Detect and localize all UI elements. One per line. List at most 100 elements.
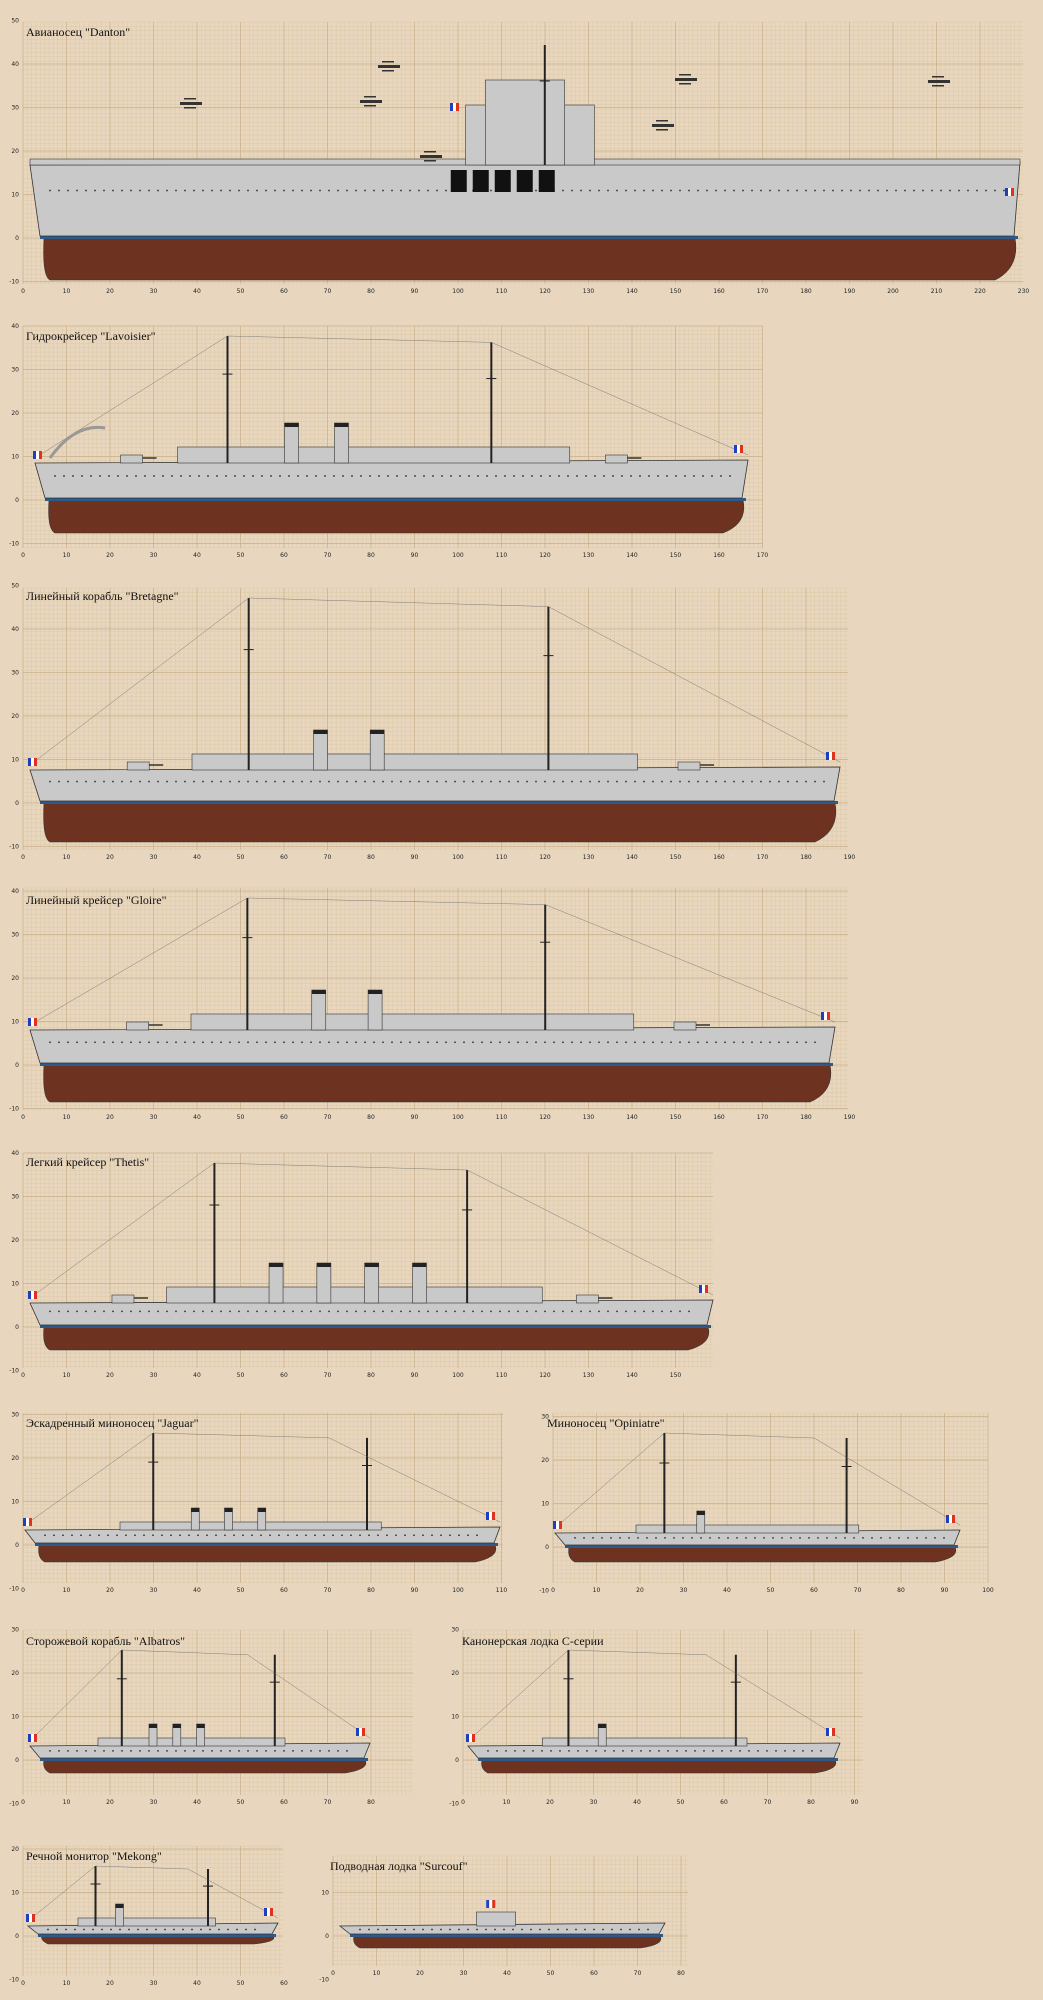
porthole (130, 780, 132, 783)
french-flag (28, 1734, 37, 1742)
porthole (532, 1750, 534, 1752)
ship-thetis (28, 1162, 714, 1351)
island-bridge (485, 79, 565, 166)
porthole (463, 1310, 465, 1313)
porthole (409, 189, 411, 192)
porthole (103, 1310, 105, 1313)
porthole (373, 189, 375, 192)
wing (656, 129, 668, 131)
x-tick-label: 30 (150, 552, 158, 559)
porthole (139, 189, 141, 192)
rigging-line (29, 1649, 122, 1742)
porthole (647, 1928, 649, 1931)
porthole (427, 1041, 429, 1044)
x-tick-label: 30 (680, 1587, 688, 1594)
x-tick-label: 110 (496, 854, 508, 861)
porthole (454, 1310, 456, 1313)
funnel-cap (334, 423, 349, 427)
porthole (157, 1750, 159, 1752)
x-tick-label: 130 (583, 552, 595, 559)
porthole (477, 475, 479, 477)
porthole (377, 1534, 379, 1537)
porthole (817, 1537, 819, 1539)
y-tick-label: -10 (9, 1106, 19, 1113)
porthole (292, 1750, 294, 1752)
x-tick-label: 80 (897, 1587, 905, 1594)
french-flag (466, 1734, 475, 1742)
porthole (676, 1750, 678, 1752)
porthole (514, 1750, 516, 1752)
porthole (467, 1928, 469, 1931)
porthole (251, 1534, 253, 1537)
porthole (182, 1928, 184, 1931)
porthole (535, 780, 537, 783)
wing (679, 83, 691, 85)
porthole (382, 780, 384, 783)
porthole (715, 780, 717, 783)
porthole (130, 1310, 132, 1313)
porthole (823, 189, 825, 192)
porthole (697, 189, 699, 192)
porthole (530, 1928, 532, 1931)
porthole (216, 475, 218, 477)
porthole (503, 1928, 505, 1931)
porthole (781, 1537, 783, 1539)
y-tick-label: 20 (11, 410, 19, 417)
y-tick-label: 50 (11, 583, 19, 590)
porthole (67, 1310, 69, 1313)
porthole (391, 1041, 393, 1044)
rigging-line (491, 342, 749, 456)
porthole (166, 189, 168, 192)
porthole (279, 475, 281, 477)
y-tick-label: 0 (15, 800, 19, 807)
porthole (49, 1310, 51, 1313)
panel-title: Сторожевой корабль "Albatros" (26, 1634, 186, 1648)
flag-white (489, 1512, 492, 1520)
x-tick-label: 40 (503, 1970, 511, 1977)
porthole (634, 1041, 636, 1044)
porthole (769, 780, 771, 783)
x-tick-label: 80 (367, 1114, 375, 1121)
x-tick-label: 50 (767, 1587, 775, 1594)
porthole (166, 780, 168, 783)
y-tick-label: 20 (11, 1846, 19, 1853)
porthole (571, 1041, 573, 1044)
porthole (994, 189, 996, 192)
porthole (616, 189, 618, 192)
porthole (697, 1041, 699, 1044)
porthole (604, 1750, 606, 1752)
waterline-stripe (45, 498, 746, 501)
y-tick-label: -10 (9, 1977, 19, 1984)
porthole (90, 475, 92, 477)
porthole (436, 780, 438, 783)
porthole (517, 1310, 519, 1313)
porthole (211, 189, 213, 192)
porthole (691, 1537, 693, 1539)
porthole (595, 1750, 597, 1752)
x-tick-label: 10 (63, 552, 71, 559)
porthole (382, 189, 384, 192)
x-tick-label: 50 (237, 288, 245, 295)
porthole (459, 475, 461, 477)
porthole (265, 780, 267, 783)
x-tick-label: 30 (150, 1114, 158, 1121)
porthole (787, 1041, 789, 1044)
porthole (238, 780, 240, 783)
porthole (697, 780, 699, 783)
flag-red (559, 1521, 562, 1529)
porthole (585, 475, 587, 477)
underwater-hull (353, 1935, 662, 1949)
panel-title: Подводная лодка "Surcouf" (330, 1859, 468, 1873)
porthole (643, 780, 645, 783)
porthole (278, 1534, 280, 1537)
porthole (175, 1041, 177, 1044)
porthole (558, 475, 560, 477)
funnel-cap (370, 730, 385, 734)
porthole (720, 475, 722, 477)
flag-white (829, 1728, 832, 1736)
porthole (324, 475, 326, 477)
porthole (328, 780, 330, 783)
